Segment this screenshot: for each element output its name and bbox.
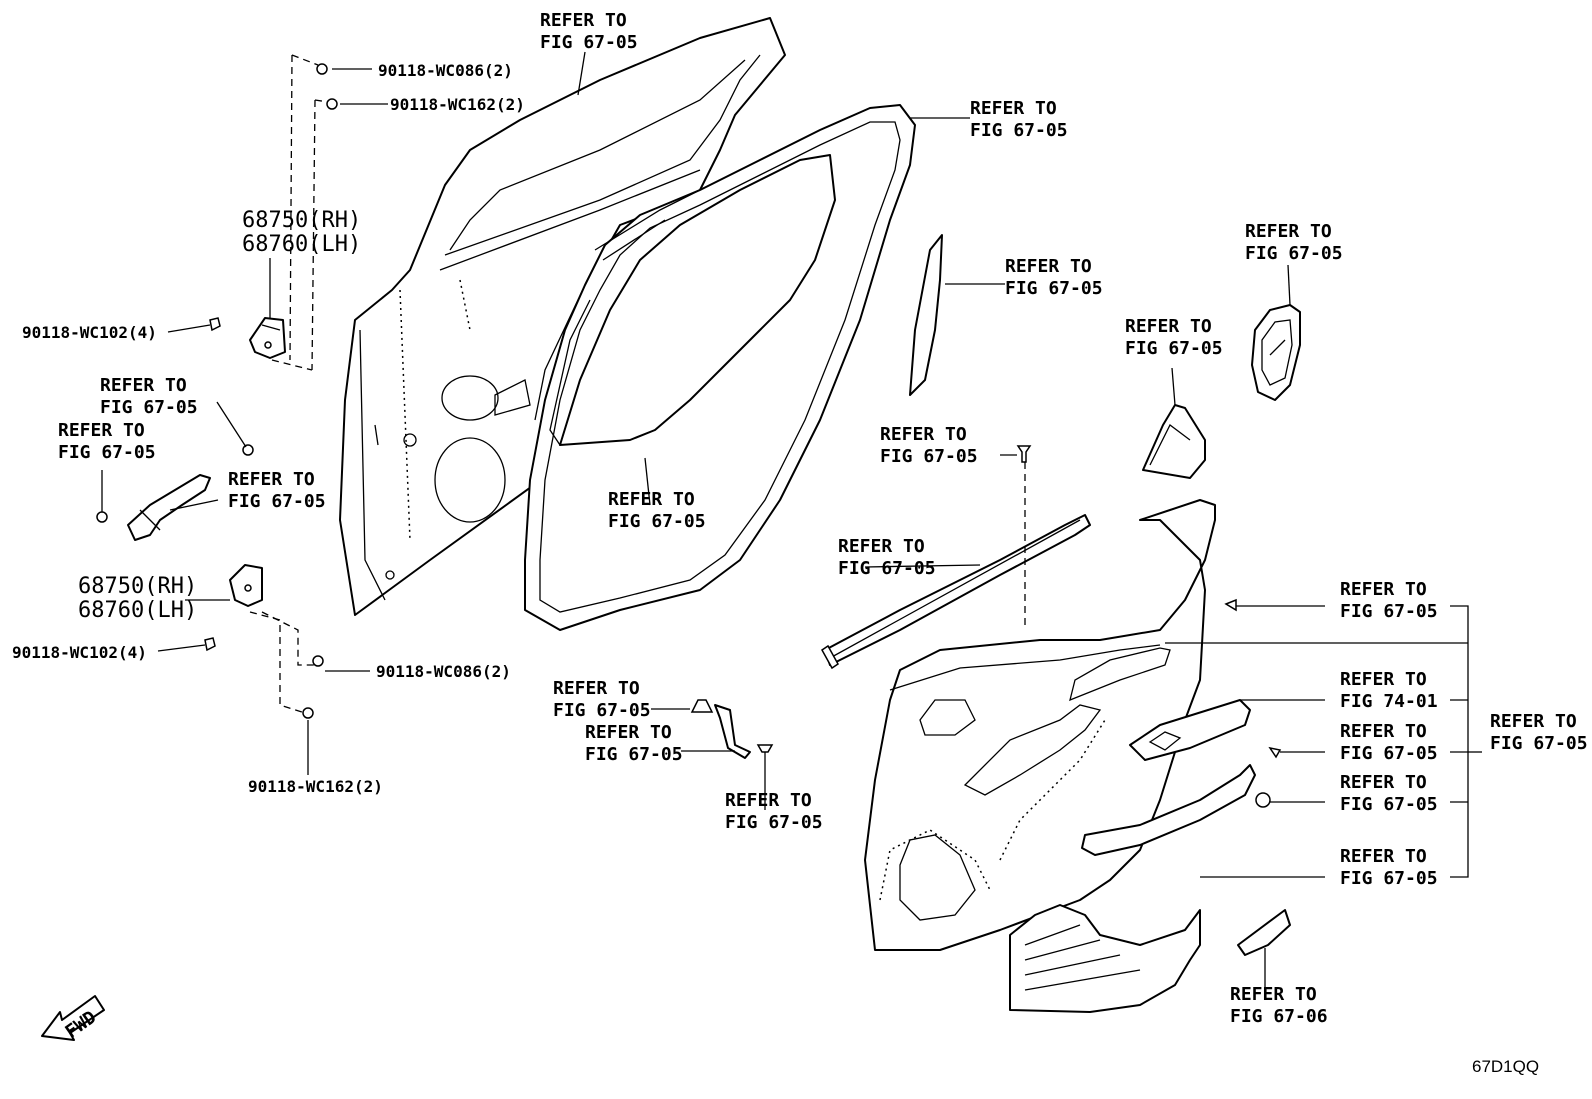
small-bracket xyxy=(714,704,751,759)
fasteners xyxy=(96,63,1282,808)
callout-c_refer_bracket-line-1: FIG 67-05 xyxy=(585,744,683,765)
part-number-p_wc086_bot: 90118-WC086(2) xyxy=(376,662,511,681)
armrest-cover xyxy=(1081,764,1256,856)
glass-run-channel xyxy=(559,154,836,446)
door-check xyxy=(127,474,211,541)
nut-wc086-top xyxy=(316,63,328,75)
part-number-p_wc102_lower: 90118-WC102(4) xyxy=(12,643,147,662)
callout-c_refer_top-line-1: FIG 67-05 xyxy=(540,32,638,53)
callout-c_refer_weather-line-1: FIG 67-05 xyxy=(970,120,1068,141)
fwd-arrow: FWD xyxy=(41,995,105,1043)
callout-c_refer_check-line-0: REFER TO xyxy=(228,469,315,490)
callout-c_refer_bolt_b-line-0: REFER TO xyxy=(58,420,145,441)
clip-r4 xyxy=(1255,792,1271,808)
nut-wc162-top xyxy=(326,98,338,110)
part-number-p_wc162_top: 90118-WC162(2) xyxy=(390,95,525,114)
callout-c_refer_check-line-1: FIG 67-05 xyxy=(228,491,326,512)
callout-c_refer_clip-line-0: REFER TO xyxy=(880,424,967,445)
clip-r1 xyxy=(1224,598,1237,612)
callout-c_refer_glass_strip-line-0: REFER TO xyxy=(1005,256,1092,277)
callout-c_refer_clip-line-1: FIG 67-05 xyxy=(880,446,978,467)
diagram-code: 67D1QQ xyxy=(1472,1057,1539,1076)
callout-c_refer_r2-line-1: FIG 74-01 xyxy=(1340,691,1438,712)
callout-c_refer_panel-line-1: FIG 67-05 xyxy=(608,511,706,532)
callout-c_refer_quarter-line-1: FIG 67-05 xyxy=(1125,338,1223,359)
part-number-p_wc162_bot: 90118-WC162(2) xyxy=(248,777,383,796)
quarter-trim-strip xyxy=(909,234,943,396)
callout-c_refer_belt-line-1: FIG 67-05 xyxy=(838,558,936,579)
bolt-wc102-upper xyxy=(209,317,221,332)
callout-c_refer_r2-line-0: REFER TO xyxy=(1340,669,1427,690)
callout-c_refer_bolt_a-line-1: FIG 67-05 xyxy=(100,397,198,418)
part-number-p_hinge_lower-line-1: 68760(LH) xyxy=(78,598,197,623)
nut-wc086-bot xyxy=(312,655,324,667)
callout-c_refer_handle_bezel-line-0: REFER TO xyxy=(1245,221,1332,242)
callout-c_refer_bracket-line-0: REFER TO xyxy=(585,722,672,743)
upper-hinge xyxy=(249,317,286,359)
callout-c_refer_weather-line-0: REFER TO xyxy=(970,98,1057,119)
lower-speaker-grille xyxy=(1009,904,1201,1013)
callout-c_refer_r1-line-0: REFER TO xyxy=(1340,579,1427,600)
callout-c_refer_bottom-line-1: FIG 67-06 xyxy=(1230,1006,1328,1027)
callout-c_refer_group-line-0: REFER TO xyxy=(1490,711,1577,732)
belt-moulding xyxy=(821,514,1091,670)
inside-handle-bezel xyxy=(1251,304,1301,401)
lower-hinge xyxy=(229,564,263,607)
callout-c_refer_r4-line-0: REFER TO xyxy=(1340,772,1427,793)
callout-c_refer_top-line-0: REFER TO xyxy=(540,10,627,31)
grommet xyxy=(690,699,714,713)
lower-cover-piece xyxy=(1237,909,1291,956)
power-window-switch-base xyxy=(1129,699,1251,761)
screw-panel xyxy=(1016,445,1032,463)
quarter-cover-triangle xyxy=(1142,404,1206,479)
leader-lines xyxy=(101,51,1482,995)
callout-c_refer_grommet-line-1: FIG 67-05 xyxy=(553,700,651,721)
clip-r3 xyxy=(1268,746,1282,759)
callout-c_refer_r3-line-0: REFER TO xyxy=(1340,721,1427,742)
nut-wc162-bot xyxy=(302,707,314,719)
callout-c_refer_r3-line-1: FIG 67-05 xyxy=(1340,743,1438,764)
part-number-p_wc102_upper: 90118-WC102(4) xyxy=(22,323,157,342)
callout-c_refer_grommet-line-0: REFER TO xyxy=(553,678,640,699)
callout-c_refer_screw-line-0: REFER TO xyxy=(725,790,812,811)
callout-c_refer_panel-line-0: REFER TO xyxy=(608,489,695,510)
callout-c_refer_r5-line-1: FIG 67-05 xyxy=(1340,868,1438,889)
callout-c_refer_screw-line-1: FIG 67-05 xyxy=(725,812,823,833)
callout-c_refer_handle_bezel-line-1: FIG 67-05 xyxy=(1245,243,1343,264)
callout-c_refer_group-line-1: FIG 67-05 xyxy=(1490,733,1588,754)
callout-c_refer_bolt_a-line-0: REFER TO xyxy=(100,375,187,396)
part-number-p_hinge_upper-line-0: 68750(RH) xyxy=(242,208,361,233)
bolt-check-a xyxy=(242,444,254,456)
callout-c_refer_bolt_b-line-1: FIG 67-05 xyxy=(58,442,156,463)
callout-c_refer_r4-line-1: FIG 67-05 xyxy=(1340,794,1438,815)
part-number-p_wc086_top: 90118-WC086(2) xyxy=(378,61,513,80)
callout-c_refer_quarter-line-0: REFER TO xyxy=(1125,316,1212,337)
part-number-p_hinge_lower-line-0: 68750(RH) xyxy=(78,574,197,599)
callout-c_refer_belt-line-0: REFER TO xyxy=(838,536,925,557)
bolt-check-b xyxy=(96,511,108,523)
bolt-wc102-lower xyxy=(204,637,216,652)
screw-bracket xyxy=(756,744,774,753)
callout-c_refer_r5-line-0: REFER TO xyxy=(1340,846,1427,867)
callout-c_refer_bottom-line-0: REFER TO xyxy=(1230,984,1317,1005)
part-number-p_hinge_upper-line-1: 68760(LH) xyxy=(242,232,361,257)
callout-c_refer_r1-line-1: FIG 67-05 xyxy=(1340,601,1438,622)
callout-c_refer_glass_strip-line-1: FIG 67-05 xyxy=(1005,278,1103,299)
